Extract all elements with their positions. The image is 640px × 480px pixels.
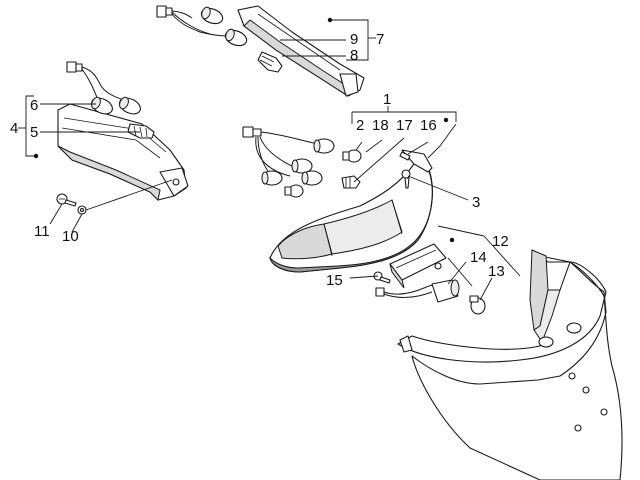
- bulb-holder-icon: [291, 158, 313, 174]
- left-signal-connector-icon: [66, 61, 77, 73]
- right-signal-wiring-harness: [156, 5, 283, 73]
- callout-5: 5: [30, 124, 38, 141]
- right-turn-signal: [237, 5, 365, 97]
- license-plate-wiring: [375, 279, 486, 315]
- screw-icon: [56, 193, 77, 207]
- leader-lines: [18, 17, 521, 301]
- screw-icon: [399, 151, 411, 161]
- bulb-holder-icon: [119, 96, 141, 115]
- callout-11: 11: [34, 223, 50, 240]
- mudguard-mount-hole-icon: [538, 336, 554, 348]
- bulb-holder-icon: [301, 170, 323, 186]
- plate-light-connector-icon: [375, 287, 385, 297]
- right-signal-connector-icon: [156, 5, 167, 18]
- bulb-icon: [284, 184, 304, 198]
- callout-12: 12: [492, 233, 509, 250]
- bulb-holder-icon: [224, 28, 248, 47]
- license-plate-light: [389, 243, 447, 289]
- tail-light-cluster: [269, 149, 433, 273]
- callout-17: 17: [396, 117, 413, 134]
- bulb-holder-icon: [261, 170, 283, 186]
- callout-1: 1: [383, 91, 391, 108]
- callout-3: 3: [472, 194, 480, 211]
- bulb-icon: [257, 51, 283, 73]
- callout-4: 4: [10, 120, 18, 137]
- callout-9: 9: [350, 31, 358, 48]
- callout-2: 2: [356, 117, 364, 134]
- callout-8: 8: [350, 47, 358, 64]
- mudguard-mount-hole-icon: [600, 408, 608, 416]
- screw-icon: [373, 271, 391, 284]
- bulb-icon: [469, 295, 486, 315]
- tail-light-wiring-harness: [242, 126, 362, 198]
- left-signal-wiring-harness: [66, 61, 155, 139]
- bulb-holder-icon: [200, 6, 224, 25]
- callout-18: 18: [372, 117, 389, 134]
- callout-6: 6: [30, 97, 38, 114]
- rear-mudguard: [397, 249, 623, 480]
- bulb-holder-icon: [431, 279, 460, 303]
- left-turn-signal: [57, 103, 189, 202]
- mudguard-mount-hole-icon: [566, 322, 582, 334]
- mudguard-mount-hole-icon: [568, 372, 576, 380]
- callout-10: 10: [62, 228, 79, 245]
- washer-icon: [77, 205, 87, 215]
- callout-15: 15: [326, 272, 343, 289]
- tail-light-connector-icon: [242, 126, 254, 138]
- callout-16: 16: [420, 117, 437, 134]
- callout-13: 13: [488, 263, 505, 280]
- callout-labels: 7 9 8 6 4 5 11 10 1 2 18 17 16 3 12 14 1…: [10, 31, 509, 289]
- bulb-icon: [342, 149, 362, 163]
- bulb-holder-icon: [313, 138, 335, 154]
- bulb-icon: [341, 175, 361, 189]
- callout-14: 14: [470, 249, 487, 266]
- mudguard-mount-hole-icon: [574, 424, 582, 432]
- mudguard-mount-hole-icon: [582, 386, 590, 394]
- bulb-holder-icon: [91, 96, 113, 115]
- callout-7: 7: [376, 31, 384, 48]
